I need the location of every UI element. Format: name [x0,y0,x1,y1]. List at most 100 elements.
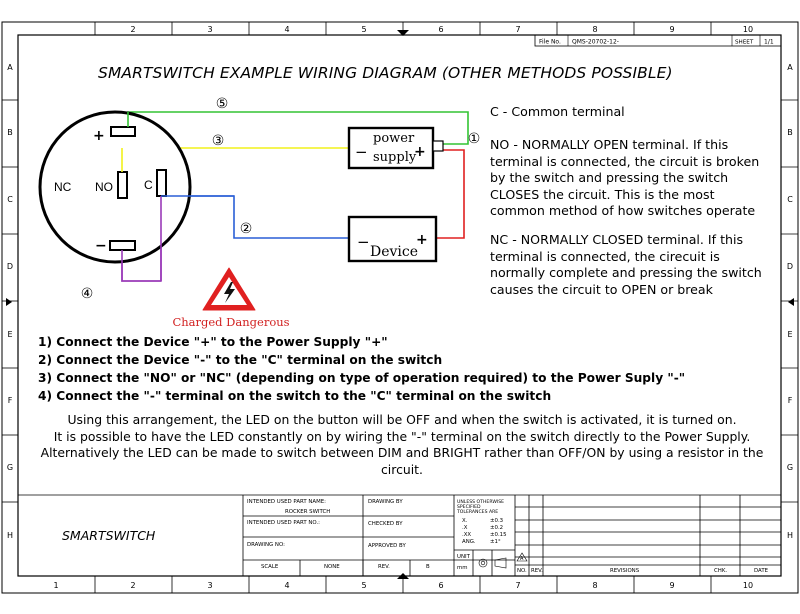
title-block-text: INTENDED USED PART NAME: ROCKER SWITCH I… [247,499,769,574]
legend-common: C - Common terminal [490,104,625,119]
svg-text:9: 9 [669,25,674,34]
outer-border [1,21,799,594]
svg-text:X.: X. [462,518,468,524]
svg-text:INTENDED USED PART NAME:: INTENDED USED PART NAME: [247,499,326,505]
warning-caption: Charged Dangerous [172,315,289,329]
svg-text:TOLERANCES ARE: TOLERANCES ARE [456,509,498,515]
svg-text:.XX: .XX [462,532,471,538]
wire-number-4: ④ [81,286,94,302]
step-2: 2) Connect the Device "-" to the "C" ter… [38,353,443,367]
svg-text:NONE: NONE [324,564,340,570]
center-mark-top [397,30,409,36]
svg-text:B: B [787,128,793,137]
svg-text:C: C [787,195,793,204]
svg-text:E: E [787,330,792,339]
svg-text:REV.: REV. [378,564,390,570]
company-name: SMARTSWITCH [62,528,156,543]
switch-minus-terminal [109,240,136,251]
svg-text:H: H [787,531,793,540]
svg-text:DATE: DATE [754,568,769,574]
power-supply-minus: − [355,143,368,161]
svg-text:H: H [7,531,13,540]
svg-text:±1°: ±1° [490,539,501,545]
svg-text:E: E [7,330,12,339]
svg-text:4: 4 [284,581,289,590]
switch-diagram: + NC NO C − [38,110,234,282]
svg-text:APPROVED BY: APPROVED BY [368,543,406,549]
wire-number-1: ① [468,131,481,147]
center-mark-left [6,298,12,306]
svg-text:1/1: 1/1 [764,39,774,46]
row-labels-left: A B C D E F G H [7,63,13,540]
column-ticks [94,22,712,593]
svg-text:5: 5 [361,25,366,34]
projection-symbol-icon [478,557,507,569]
step-1: 1) Connect the Device "+" to the Power S… [38,335,388,349]
power-supply-box: power supply − + [347,126,444,170]
svg-text:9: 9 [669,581,674,590]
switch-no-terminal [117,171,128,199]
svg-text:G: G [7,463,13,472]
svg-text:6: 6 [438,581,443,590]
svg-text:6: 6 [438,25,443,34]
svg-text:F: F [8,396,13,405]
svg-text:A: A [787,63,793,72]
delta-a-icon: A [516,552,528,562]
svg-text:SPECIFIED: SPECIFIED [457,504,481,510]
device-box: Device − + [347,215,438,263]
svg-text:UNLESS OTHERWISE: UNLESS OTHERWISE [457,499,504,505]
device-plus: + [416,232,428,248]
column-labels-top: 2 3 4 5 6 7 8 9 10 [130,25,753,34]
legend-normally-closed: NC - NORMALLY CLOSED terminal. If this t… [490,232,762,297]
step-3: 3) Connect the "NO" or "NC" (depending o… [38,371,686,385]
power-supply-plus: + [414,144,426,160]
svg-text:F: F [788,396,793,405]
svg-text:ROCKER SWITCH: ROCKER SWITCH [285,509,330,515]
file-number-box: File No. QMS-20702-12- SHEET 1/1 [534,34,782,47]
wire-number-3: ③ [212,133,225,149]
svg-text:.X: .X [462,525,468,531]
connection-steps: 1) Connect the Device "+" to the Power S… [38,333,685,405]
svg-text:ANG.: ANG. [462,539,476,545]
center-mark-bottom [397,573,409,579]
legend-normally-open: NO - NORMALLY OPEN terminal. If this ter… [490,137,760,218]
row-labels-right: A B C D E F G H [787,63,793,540]
svg-text:2: 2 [130,581,135,590]
svg-text:7: 7 [515,25,520,34]
no-label: NO [95,180,113,194]
svg-text:SHEET: SHEET [735,40,754,46]
nc-label: NC [54,180,72,194]
svg-text:4: 4 [284,25,289,34]
step-4: 4) Connect the "-" terminal on the switc… [38,389,552,403]
switch-outline [38,110,192,264]
svg-text:UNIT: UNIT [457,554,471,560]
switch-minus-label: − [95,238,107,254]
svg-text:7: 7 [515,581,520,590]
svg-text:SCALE: SCALE [261,564,279,570]
svg-text:CHECKED BY: CHECKED BY [368,521,403,527]
supply-label: supply [373,150,417,165]
power-label: power [373,131,415,146]
svg-text:QMS-20702-12-: QMS-20702-12- [572,39,619,46]
svg-text:A: A [7,63,13,72]
warning-triangle-icon [202,267,256,311]
svg-text:10: 10 [743,25,753,34]
wire-1-red [437,149,465,239]
svg-text:mm: mm [457,565,468,571]
usage-notes: Using this arrangement, the LED on the b… [40,412,764,477]
svg-text:D: D [787,262,793,271]
svg-text:File No.: File No. [539,39,561,46]
svg-text:1: 1 [53,581,58,590]
center-mark-right [788,298,794,306]
device-minus: − [357,233,370,251]
svg-text:DRAWING NO:: DRAWING NO: [247,542,285,548]
svg-text:D: D [7,262,13,271]
svg-text:DRAWING BY: DRAWING BY [368,499,403,505]
switch-plus-terminal [110,126,136,137]
svg-text:INTENDED USED PART NO.:: INTENDED USED PART NO.: [247,520,320,526]
wire-number-markers: ① ② ③ ④ ⑤ [81,96,481,302]
svg-text:±0.3: ±0.3 [490,518,503,524]
switch-c-terminal [156,169,167,197]
svg-text:±0.2: ±0.2 [490,525,503,531]
svg-text:G: G [787,463,793,472]
